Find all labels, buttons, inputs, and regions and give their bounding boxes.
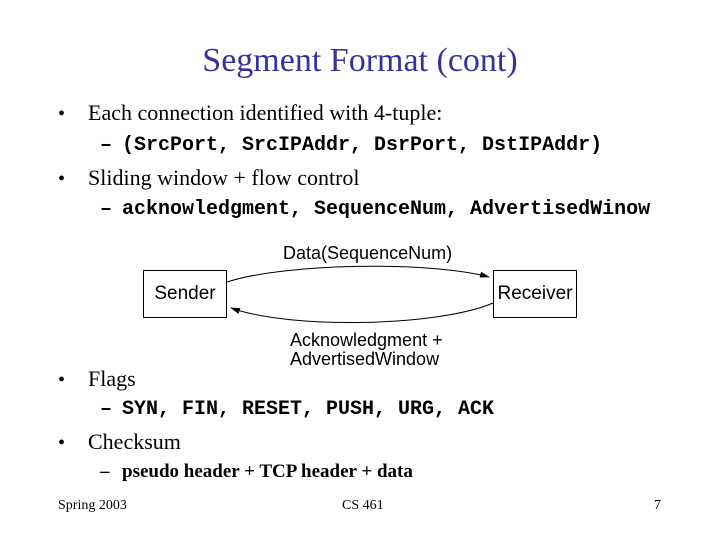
ack-arrow-label: Acknowledgment + AdvertisedWindow xyxy=(290,331,443,369)
ack-arrow-label-line1: Acknowledgment + xyxy=(290,330,443,350)
slide-title: Segment Format (cont) xyxy=(202,42,518,79)
dash-icon: – xyxy=(100,134,113,157)
bullet-icon: • xyxy=(58,168,66,190)
bullet-icon: • xyxy=(58,103,66,125)
data-arrow-label: Data(SequenceNum) xyxy=(283,243,453,263)
receiver-box: Receiver xyxy=(493,270,577,318)
bullet-text: Flags xyxy=(88,366,136,391)
bullet-text: Sliding window + flow control xyxy=(88,165,360,190)
sub-bullet-flag-list: –SYN, FIN, RESET, PUSH, URG, ACK xyxy=(100,399,494,421)
sub-bullet-tuple-fields: –(SrcPort, SrcIPAddr, DsrPort, DstIPAddr… xyxy=(100,135,602,157)
ack-arrow-label-line2: AdvertisedWindow xyxy=(290,349,440,369)
bullet-text: Checksum xyxy=(88,429,181,454)
bullet-item-flags: • Flags xyxy=(58,366,136,393)
dash-icon: – xyxy=(100,461,110,482)
data-flow-arrow xyxy=(226,265,490,283)
bullet-item-tuple: • Each connection identified with 4-tuple… xyxy=(58,100,442,127)
ack-flow-arrow xyxy=(230,302,494,324)
bullet-icon: • xyxy=(58,432,66,454)
bullet-icon: • xyxy=(58,369,66,391)
sender-box: Sender xyxy=(143,270,227,318)
sub-bullet-text: acknowledgment, SequenceNum, AdvertisedW… xyxy=(122,198,651,221)
sub-bullet-checksum-coverage: –pseudo header + TCP header + data xyxy=(100,461,413,483)
sub-bullet-text: SYN, FIN, RESET, PUSH, URG, ACK xyxy=(122,398,495,421)
sub-bullet-text: (SrcPort, SrcIPAddr, DsrPort, DstIPAddr) xyxy=(122,134,603,157)
footer-page-number: 7 xyxy=(654,498,661,513)
dash-icon: – xyxy=(100,198,113,221)
footer-semester: Spring 2003 xyxy=(58,498,127,513)
bullet-item-checksum: • Checksum xyxy=(58,429,181,456)
sub-bullet-text: pseudo header + TCP header + data xyxy=(122,461,413,482)
dash-icon: – xyxy=(100,398,113,421)
footer-course: CS 461 xyxy=(342,498,384,513)
bullet-item-sliding-window: • Sliding window + flow control xyxy=(58,165,360,192)
sub-bullet-window-fields: –acknowledgment, SequenceNum, Advertised… xyxy=(100,199,650,221)
bullet-text: Each connection identified with 4-tuple: xyxy=(88,100,443,125)
